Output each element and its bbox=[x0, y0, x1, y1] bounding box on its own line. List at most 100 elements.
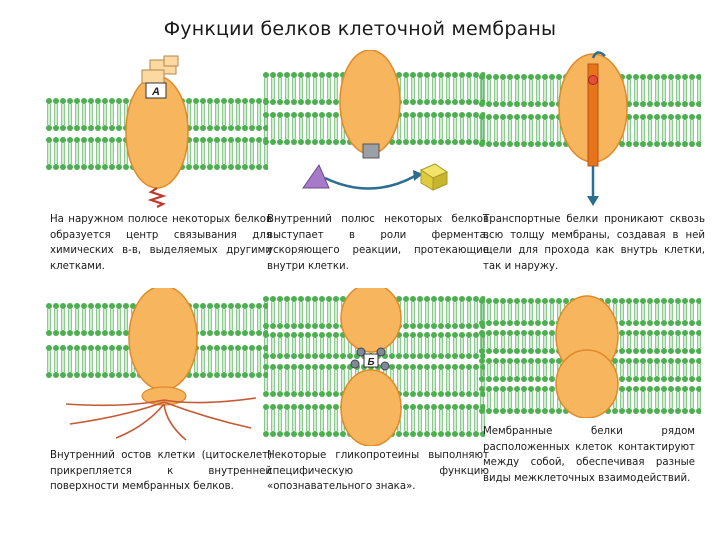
lipid-head bbox=[60, 98, 66, 104]
lipid-head bbox=[668, 376, 674, 382]
lipid-head bbox=[116, 137, 122, 143]
lipid-head bbox=[74, 98, 80, 104]
lipid-head bbox=[528, 348, 534, 354]
lipid-head bbox=[333, 431, 339, 437]
lipid-head bbox=[263, 364, 269, 370]
lipid-head bbox=[333, 296, 339, 302]
lipid-head bbox=[647, 320, 653, 326]
lipid-head bbox=[298, 99, 304, 105]
lipid-head bbox=[507, 141, 513, 147]
lipid-head bbox=[277, 296, 283, 302]
lipid-head bbox=[403, 296, 409, 302]
lipid-head bbox=[682, 298, 688, 304]
lipid-head bbox=[396, 431, 402, 437]
lipid-head bbox=[556, 298, 562, 304]
lipid-head bbox=[521, 141, 527, 147]
lipid-head bbox=[647, 101, 653, 107]
lipid-head bbox=[535, 74, 541, 80]
lipid-head bbox=[549, 298, 555, 304]
lipid-head bbox=[53, 125, 59, 131]
lipid-head bbox=[53, 345, 59, 351]
lipid-head bbox=[452, 112, 458, 118]
panel-enzyme bbox=[263, 50, 485, 208]
active-site bbox=[363, 144, 379, 158]
lipid-head bbox=[249, 330, 255, 336]
lipid-head bbox=[67, 330, 73, 336]
lipid-head bbox=[640, 320, 646, 326]
lipid-head bbox=[291, 72, 297, 78]
lipid-head bbox=[277, 139, 283, 145]
lipid-head bbox=[507, 348, 513, 354]
lipid-head bbox=[326, 431, 332, 437]
lipid-head bbox=[207, 164, 213, 170]
lipid-head bbox=[479, 298, 485, 304]
lipid-head bbox=[53, 164, 59, 170]
lipid-head bbox=[431, 364, 437, 370]
lipid-head bbox=[459, 431, 465, 437]
lipid-head bbox=[319, 353, 325, 359]
lipid-head bbox=[333, 139, 339, 145]
lipid-head bbox=[479, 330, 485, 336]
lipid-head bbox=[459, 364, 465, 370]
lipid-head bbox=[298, 332, 304, 338]
lipid-head bbox=[200, 330, 206, 336]
lipid-head bbox=[319, 296, 325, 302]
lipid-head bbox=[633, 298, 639, 304]
lipid-head bbox=[689, 298, 695, 304]
lipid-head bbox=[514, 320, 520, 326]
lipid-head bbox=[438, 332, 444, 338]
lipid-head bbox=[305, 391, 311, 397]
lipid-head bbox=[53, 98, 59, 104]
lipid-head bbox=[647, 348, 653, 354]
lipid-head bbox=[319, 323, 325, 329]
lipid-head bbox=[81, 125, 87, 131]
lipid-head bbox=[521, 298, 527, 304]
lipid-head bbox=[235, 372, 241, 378]
lipid-head bbox=[95, 98, 101, 104]
lipid-head bbox=[647, 141, 653, 147]
lipid-head bbox=[647, 358, 653, 364]
lipid-head bbox=[340, 431, 346, 437]
lipid-head bbox=[486, 348, 492, 354]
lipid-head bbox=[95, 345, 101, 351]
lipid-head bbox=[270, 404, 276, 410]
lipid-head bbox=[74, 137, 80, 143]
lipid-head bbox=[312, 99, 318, 105]
lipid-head bbox=[535, 348, 541, 354]
lipid-head bbox=[403, 353, 409, 359]
lipid-head bbox=[95, 164, 101, 170]
lipid-head bbox=[445, 404, 451, 410]
lipid-head bbox=[235, 345, 241, 351]
lipid-head bbox=[298, 112, 304, 118]
lipid-head bbox=[74, 345, 80, 351]
lipid-head bbox=[333, 72, 339, 78]
lipid-head bbox=[493, 358, 499, 364]
lipid-head bbox=[675, 101, 681, 107]
lipid-head bbox=[277, 404, 283, 410]
lipid-head bbox=[528, 298, 534, 304]
lipid-head bbox=[521, 408, 527, 414]
lipid-head bbox=[207, 345, 213, 351]
lipid-head bbox=[486, 358, 492, 364]
lipid-head bbox=[507, 330, 513, 336]
lipid-head bbox=[493, 320, 499, 326]
lipid-head bbox=[284, 431, 290, 437]
lipid-head bbox=[410, 431, 416, 437]
lipid-head bbox=[67, 125, 73, 131]
lipid-head bbox=[675, 114, 681, 120]
lipid-head bbox=[319, 112, 325, 118]
lipid-head bbox=[207, 330, 213, 336]
substrate-pyramid-icon bbox=[303, 165, 329, 188]
lipid-head bbox=[333, 391, 339, 397]
lipid-head bbox=[626, 298, 632, 304]
lipid-head bbox=[60, 345, 66, 351]
lipid-head bbox=[88, 164, 94, 170]
lipid-head bbox=[431, 404, 437, 410]
lipid-head bbox=[640, 298, 646, 304]
membrane-protein-lower bbox=[556, 350, 618, 418]
lipid-head bbox=[682, 101, 688, 107]
lipid-head bbox=[452, 391, 458, 397]
lipid-head bbox=[95, 303, 101, 309]
lipid-head bbox=[535, 141, 541, 147]
lipid-head bbox=[333, 323, 339, 329]
